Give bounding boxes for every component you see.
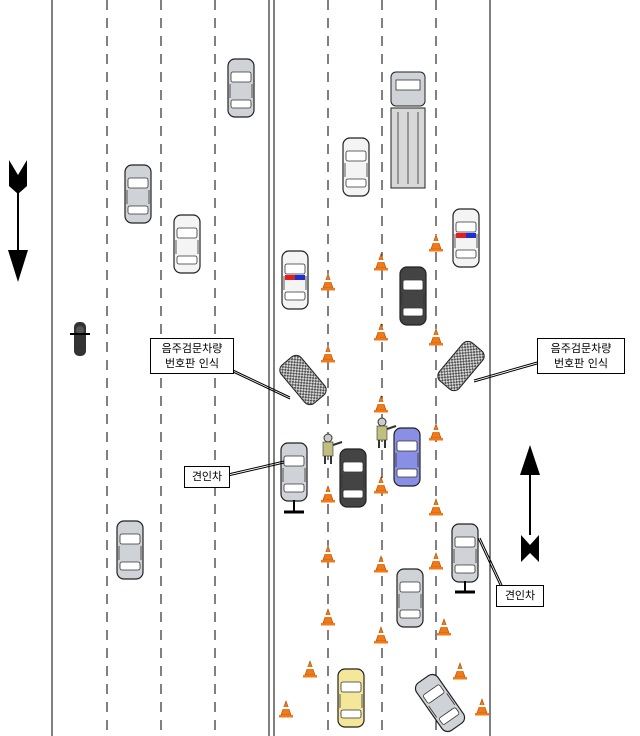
traffic-cone-icon (320, 608, 336, 626)
car-icon (396, 568, 424, 628)
callout-lines (227, 361, 538, 586)
truck-icon (390, 71, 426, 189)
car-icon (412, 671, 468, 735)
car-icon (339, 448, 367, 508)
police-officer-icon (322, 433, 343, 464)
traffic-cone-icon (428, 328, 444, 346)
traffic-cone-icon (278, 700, 294, 718)
car-icon (342, 137, 370, 197)
arrow-up-down-icon (8, 160, 28, 282)
plate-recognition-line2: 번호판 인식 (553, 357, 609, 370)
checked-car-icon (279, 354, 327, 406)
traffic-cone-icon (373, 476, 389, 494)
plate-recognition-label-right: 음주검문차량 번호판 인식 (537, 338, 625, 374)
tow-truck-label-left: 견인차 (184, 466, 230, 488)
car-icon (393, 427, 421, 487)
traffic-cone-icon (320, 345, 336, 363)
car-icon (337, 668, 365, 728)
traffic-cone-icon (428, 552, 444, 570)
traffic-cone-icon (373, 626, 389, 644)
plate-recognition-line1: 음주검문차량 (550, 342, 612, 355)
car-icon (399, 266, 427, 326)
traffic-cone-icon (428, 423, 444, 441)
plate-recognition-label-left: 음주검문차량 번호판 인식 (150, 338, 234, 374)
traffic-cone-icon (320, 545, 336, 563)
traffic-cone-icon (428, 234, 444, 252)
police-officer-icon (376, 417, 397, 448)
traffic-cone-icon (474, 698, 490, 716)
traffic-cone-icon (452, 662, 468, 680)
traffic-cone-icon (428, 498, 444, 516)
traffic-cone-icon (436, 618, 452, 636)
police-car-icon (281, 250, 309, 310)
traffic-cone-icon (320, 273, 336, 291)
checked-car-icon (437, 340, 485, 392)
tow-truck-label-text: 견인차 (504, 589, 536, 602)
traffic-cone-icon (302, 660, 318, 678)
traffic-cone-icon (320, 485, 336, 503)
traffic-cone-icon (373, 555, 389, 573)
car-icon (124, 164, 152, 224)
traffic-cones (278, 234, 490, 718)
plate-recognition-line2: 번호판 인식 (164, 357, 220, 370)
tow-truck-icon (280, 442, 308, 514)
plate-recognition-line1: 음주검문차량 (161, 342, 223, 355)
arrow-up-icon (520, 445, 540, 562)
traffic-cone-icon (373, 253, 389, 271)
car-icon (173, 214, 201, 274)
car-icon (227, 58, 255, 118)
motorcycle-icon (70, 322, 90, 356)
traffic-cone-icon (373, 395, 389, 413)
police-car-icon (452, 208, 480, 268)
tow-truck-label-text: 견인차 (191, 470, 223, 483)
car-icon (116, 520, 144, 580)
traffic-cone-icon (373, 323, 389, 341)
tow-truck-icon (451, 523, 479, 594)
tow-truck-label-right: 견인차 (496, 585, 544, 607)
